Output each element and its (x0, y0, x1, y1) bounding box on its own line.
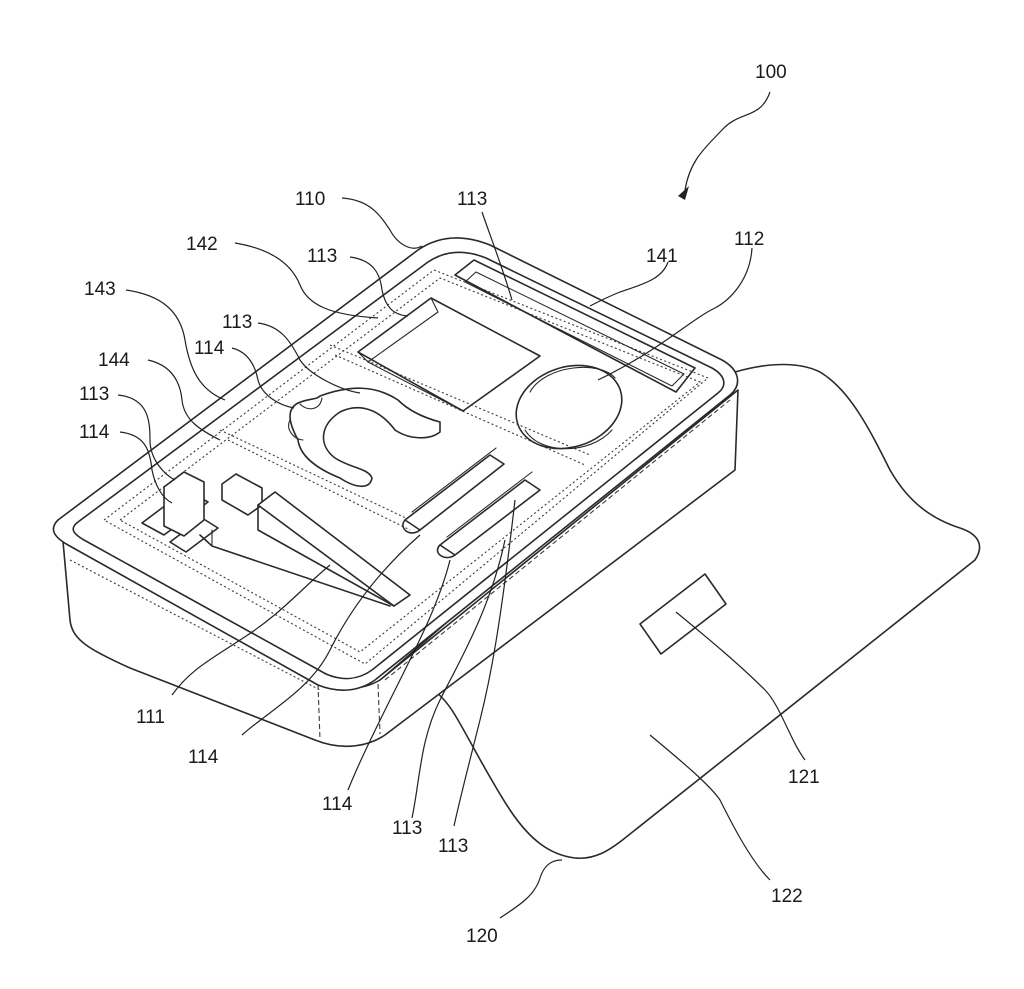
ref-114-left: 114 (194, 338, 225, 359)
ref-120: 120 (466, 926, 498, 947)
ref-142: 142 (186, 234, 218, 255)
ref-113-top: 113 (457, 189, 487, 210)
ref-113-bottom-b: 113 (438, 836, 468, 857)
ref-121: 121 (788, 767, 820, 788)
ref-100: 100 (755, 62, 787, 83)
cavity-twin-channels (402, 447, 541, 559)
ref-114-bottom: 114 (188, 747, 219, 768)
ref-143: 143 (84, 279, 116, 300)
cavity-top-slot (454, 259, 696, 393)
ref-122: 122 (771, 886, 803, 907)
ref-144: 144 (98, 350, 130, 371)
arrowhead (678, 186, 689, 200)
ref-111: 111 (136, 707, 165, 728)
label-patch (639, 573, 727, 655)
ref-113-bottom-a: 113 (392, 818, 422, 839)
reference-numerals: 100 110 113 142 113 141 112 143 113 114 … (79, 62, 820, 947)
ref-113-far: 113 (79, 384, 109, 405)
cavity-round (515, 364, 623, 450)
leader-lines (117, 91, 806, 919)
ref-110: 110 (295, 189, 325, 210)
ref-114-far: 114 (79, 422, 110, 443)
ref-141: 141 (646, 246, 678, 267)
ref-113-mid: 113 (307, 246, 337, 267)
cavity-c-shape (288, 387, 441, 488)
ref-113-left: 113 (222, 312, 252, 333)
cavity-left-complex (141, 471, 411, 607)
tray-body (52, 237, 739, 748)
ref-112: 112 (734, 229, 764, 250)
ref-114-center: 114 (322, 794, 353, 815)
